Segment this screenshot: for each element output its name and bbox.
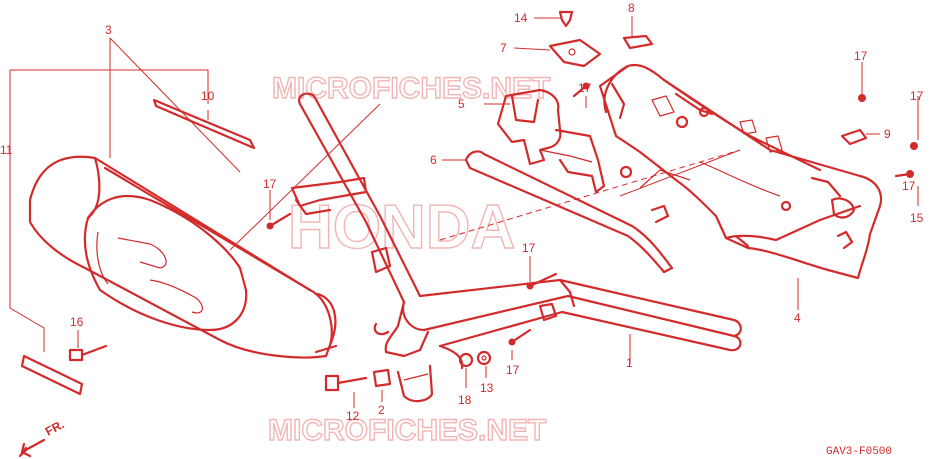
callout-17-f: 17 [910,89,924,103]
callout-5: 5 [458,97,465,111]
handle-collar [372,368,392,388]
callout-14: 14 [514,11,528,25]
callout-4: 4 [794,311,801,325]
callout-11: 11 [0,143,13,157]
front-seal-strip [152,98,256,150]
seal-strip [622,34,654,50]
cable-guide [464,150,674,274]
callout-15: 15 [910,211,924,225]
callout-2: 2 [378,403,385,417]
callout-9: 9 [884,127,891,141]
flange-bolt [324,374,368,392]
callout-3: 3 [105,23,112,37]
callouts: 1 2 3 4 5 6 7 8 9 10 11 12 13 14 15 16 1… [0,1,924,423]
tapping-screw-16 [68,344,108,362]
trim-clip [558,10,574,28]
front-direction-arrow: FR. [18,417,67,458]
callout-17-a: 17 [263,177,277,191]
direction-label: FR. [43,417,67,438]
cover-plate [548,38,602,68]
callout-8: 8 [628,1,635,15]
front-handle-cover [28,155,338,359]
watermark-bottom: MICROFICHES.NET [268,414,546,447]
callout-1: 1 [626,356,633,370]
rear-handle-cover [598,63,883,280]
small-clip [840,128,868,146]
screw [894,170,914,178]
lower-seal-strip [20,354,84,396]
washer [458,352,474,368]
meter-bracket [496,88,606,194]
tapping-screws-17 [266,82,918,346]
callout-18: 18 [458,393,472,407]
watermark-top: MICROFICHES.NET [272,72,550,105]
callout-10: 10 [201,89,215,103]
callout-17-d: 17 [506,363,520,377]
callout-17-b: 17 [578,81,592,95]
callout-16: 16 [70,315,84,329]
callout-12: 12 [346,409,360,423]
callout-6: 6 [430,153,437,167]
drawing-code: GAV3-F0500 [826,446,892,458]
leader-lines [9,16,919,408]
callout-13: 13 [480,381,494,395]
nut [476,350,492,366]
callout-17-e: 17 [854,49,868,63]
callout-17-c: 17 [522,241,536,255]
callout-17-g: 17 [902,179,916,193]
watermark-honda: HONDA [288,193,515,262]
callout-7: 7 [500,41,507,55]
